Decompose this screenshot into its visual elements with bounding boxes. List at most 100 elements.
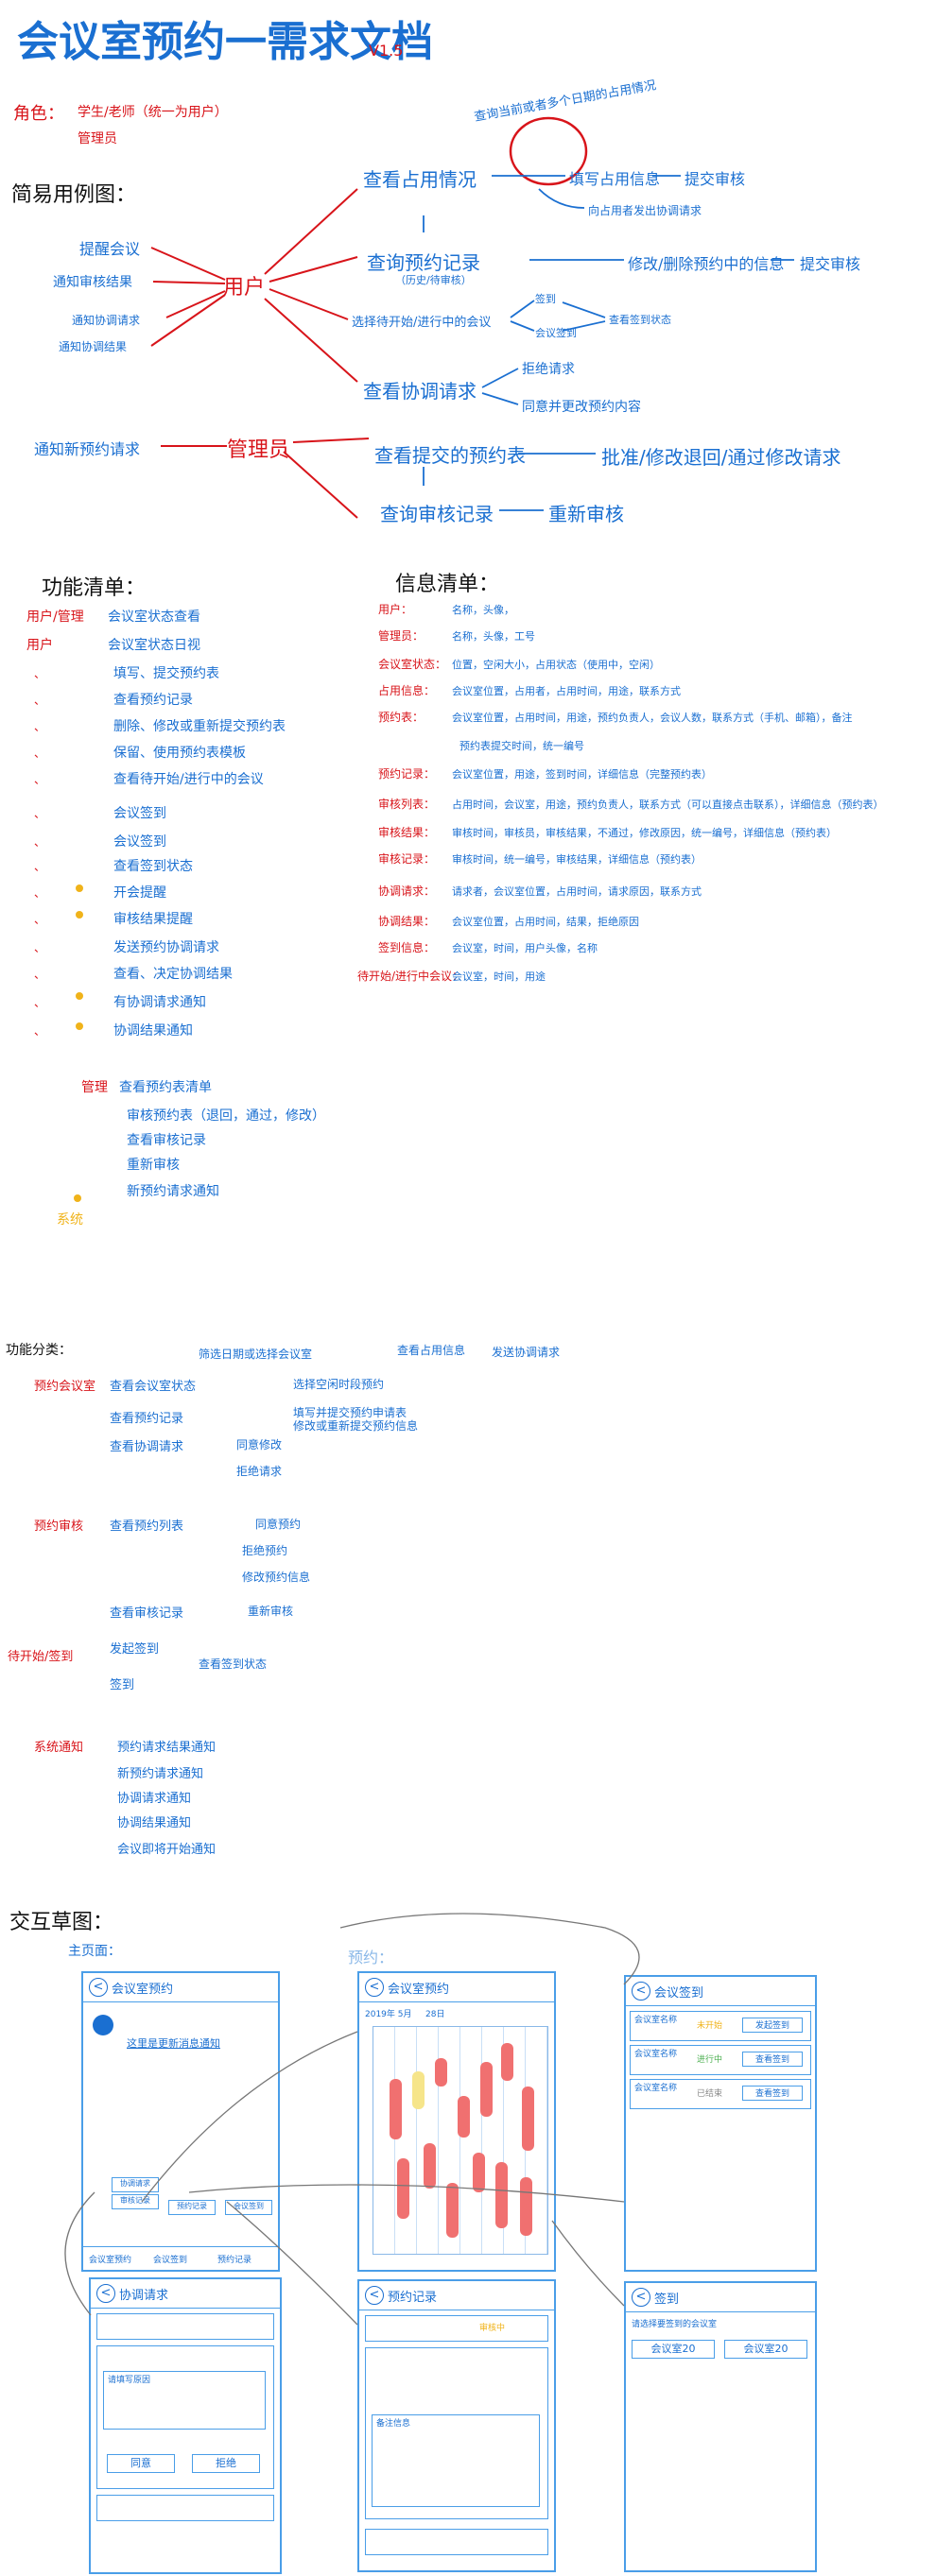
info-value: 会议室位置，用途，签到时间，详细信息（完整预约表） [452, 768, 712, 781]
bullet-mark: 、 [34, 694, 46, 707]
signin-status: 未开始 [697, 2021, 723, 2031]
slot-booked[interactable] [522, 2087, 534, 2151]
feature-admin-item: 重新审核 [127, 1158, 180, 1173]
slot-booked[interactable] [458, 2096, 470, 2138]
signin-room: 会议室名称 [634, 2050, 678, 2059]
slot-booked[interactable] [480, 2062, 493, 2117]
coord-item-expanded[interactable]: 请填写原因 同意 拒绝 [96, 2345, 274, 2489]
signin-status: 已结束 [697, 2089, 723, 2099]
features-heading: 功能清单： [42, 576, 147, 600]
module-item: 预约请求结果通知 [117, 1741, 217, 1755]
uc-input-2: 通知审核结果 [53, 275, 132, 290]
info-key: 待开始/进行中会议： [357, 970, 464, 983]
signin-row[interactable]: 会议室名称 进行中 查看签到 [630, 2045, 811, 2075]
back-icon[interactable]: < [365, 1978, 384, 1997]
slot-booked[interactable] [397, 2158, 409, 2219]
uc-out-10: 同意并更改预约内容 [522, 400, 641, 415]
back-icon[interactable]: < [96, 2284, 115, 2303]
info-value: 审核时间，统一编号，审核结果，详细信息（预约表） [452, 853, 702, 866]
wf-btn-records[interactable]: 预约记录 [168, 2200, 216, 2215]
signin-button[interactable]: 查看签到 [742, 2052, 803, 2067]
slot-booked[interactable] [424, 2143, 436, 2189]
feature-user-item: 查看预约记录 [113, 693, 193, 708]
slot-booked[interactable] [473, 2153, 485, 2192]
wf-booking-title: 会议室预约 [388, 1983, 450, 1997]
info-value: 名称，头像，工号 [452, 630, 535, 643]
module-extra: 查看签到状态 [199, 1657, 268, 1671]
slot-pending[interactable] [412, 2071, 425, 2109]
doc-title: 会议室预约一需求文档 [17, 18, 433, 66]
feature-admin-item: 新预约请求通知 [127, 1184, 219, 1199]
record-notes-field[interactable]: 备注信息 [372, 2414, 540, 2507]
uc-out-3: 向占用者发出协调请求 [588, 204, 702, 217]
tab-records[interactable]: 预约记录 [217, 2256, 252, 2265]
bullet-mark: 、 [34, 773, 46, 786]
wf-tabbar: 会议室预约 会议签到 预约记录 [83, 2246, 278, 2270]
checkin-room-button[interactable]: 会议室20 [724, 2340, 807, 2359]
signin-row[interactable]: 会议室名称 未开始 发起签到 [630, 2011, 811, 2041]
info-key: 签到信息： [378, 941, 436, 954]
uc-action-3: 选择待开始/进行中的会议 [352, 316, 492, 330]
slot-booked[interactable] [390, 2079, 402, 2139]
slot-booked[interactable] [501, 2043, 513, 2081]
coord-reason-field[interactable]: 请填写原因 [103, 2371, 266, 2430]
app-logo-icon [93, 2015, 113, 2035]
info-value: 名称，头像， [452, 604, 514, 616]
info-key: 审核列表： [378, 798, 436, 811]
feature-user-item: 审核结果提醒 [113, 912, 193, 927]
wf-btn-review[interactable]: 审核记录 [112, 2194, 159, 2209]
bullet-dot [76, 992, 83, 1000]
wf-booking-day[interactable]: 28日 [425, 2010, 445, 2019]
info-key: 协调请求： [378, 884, 436, 898]
module-item: 协调请求通知 [117, 1792, 192, 1806]
slot-booked[interactable] [495, 2162, 508, 2228]
wf-home: < 会议室预约 这里是更新消息通知 协调请求 审核记录 预约记录 会议签到 会议室… [81, 1971, 280, 2272]
wf-coord: <协调请求 请填写原因 同意 拒绝 [89, 2277, 282, 2574]
back-icon[interactable]: < [632, 1982, 650, 2001]
coord-agree-button[interactable]: 同意 [107, 2454, 175, 2473]
module-item: 签到 [110, 1678, 135, 1692]
back-icon[interactable]: < [365, 2286, 384, 2305]
usecase-admin: 管理员 [227, 438, 290, 462]
back-icon[interactable]: < [632, 2288, 650, 2307]
record-item[interactable] [365, 2529, 548, 2555]
feature-user-item: 保留、使用预约表模板 [113, 746, 246, 761]
record-item[interactable]: 审核中 [365, 2315, 548, 2342]
coord-reject-button[interactable]: 拒绝 [192, 2454, 260, 2473]
tab-signin[interactable]: 会议签到 [153, 2256, 188, 2265]
wf-home-notice[interactable]: 这里是更新消息通知 [127, 2037, 220, 2050]
info-key: 审核记录： [378, 852, 436, 866]
slot-booked[interactable] [435, 2058, 447, 2087]
bullet-mark: 、 [34, 886, 46, 900]
wf-checkin-title: 签到 [654, 2293, 680, 2307]
signin-row[interactable]: 会议室名称 已结束 查看签到 [630, 2079, 811, 2109]
wf-booking-date[interactable]: 2019年 5月 [365, 2010, 412, 2019]
info-value: 预约表提交时间，统一编号 [459, 740, 584, 752]
bullet-dot [76, 884, 83, 892]
module-extra: 选择空闲时段预约 [293, 1378, 385, 1391]
coord-reason-placeholder: 请填写原因 [108, 2376, 151, 2385]
doc-version: V1.5 [369, 42, 404, 60]
feature-user-item: 查看待开始/进行中的会议 [113, 772, 264, 787]
record-notes-placeholder: 备注信息 [376, 2419, 411, 2429]
module-item: 会议即将开始通知 [117, 1843, 217, 1857]
signin-button[interactable]: 发起签到 [742, 2018, 803, 2033]
uc-action-2-sub: （历史/待审核） [395, 274, 472, 286]
slot-booked[interactable] [446, 2183, 459, 2238]
feature-user-item: 会议室状态查看 [108, 610, 200, 625]
record-item-expanded[interactable]: 备注信息 [365, 2347, 548, 2519]
tab-booking[interactable]: 会议室预约 [89, 2256, 132, 2265]
wf-btn-signin[interactable]: 会议签到 [225, 2200, 272, 2215]
module-group-name: 待开始/签到 [8, 1650, 74, 1664]
coord-item[interactable] [96, 2495, 274, 2521]
tag-system: 系统 [57, 1212, 83, 1228]
modules-heading: 功能分类： [6, 1343, 72, 1358]
checkin-room-button[interactable]: 会议室20 [632, 2340, 715, 2359]
module-extra: 发送协调请求 [492, 1346, 561, 1359]
coord-item[interactable] [96, 2313, 274, 2340]
wf-btn-coord[interactable]: 协调请求 [112, 2177, 159, 2192]
signin-button[interactable]: 查看签到 [742, 2086, 803, 2101]
back-icon[interactable]: < [89, 1978, 108, 1997]
